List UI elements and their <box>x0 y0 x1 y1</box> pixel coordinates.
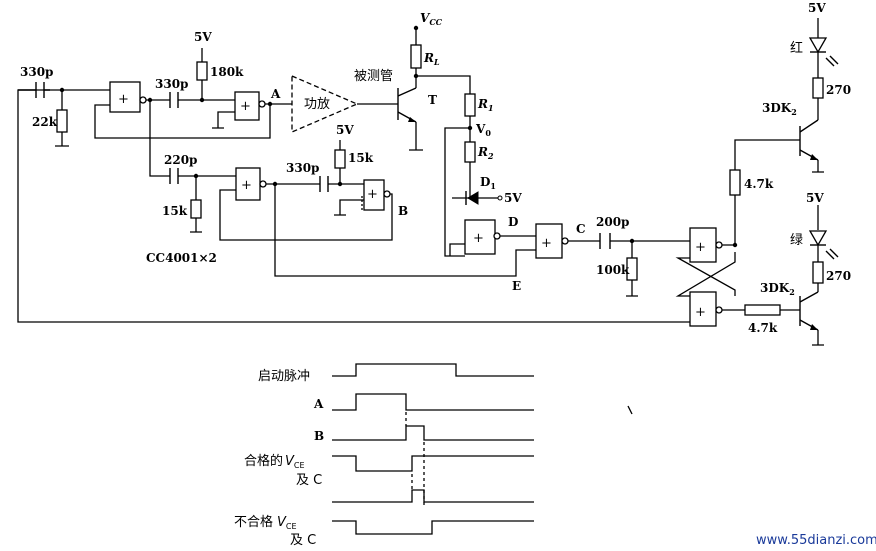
label-dut: 被测管 <box>354 69 393 84</box>
label-d1: D1 <box>480 175 496 191</box>
label-transistor-t: T <box>428 93 437 107</box>
label-r-47b: 4.7k <box>748 321 778 335</box>
power-amplifier <box>291 75 359 133</box>
capacitor-c-mid <box>169 92 179 108</box>
resistor-270a <box>812 77 824 99</box>
label-r-100: 100k <box>596 263 630 277</box>
circuit-labels: 330p 22k 330p 5V 180k A 功放 被测管 T VCC RL … <box>20 1 851 335</box>
resistor-15k-a <box>190 199 202 219</box>
svg-text:+: + <box>473 231 484 246</box>
nor-gate-1: + <box>109 81 147 113</box>
timing-label-b: B <box>314 429 324 443</box>
resistor-15k-b <box>334 149 346 169</box>
waveform-start <box>332 363 534 377</box>
resistor-r2 <box>464 141 476 163</box>
svg-text:+: + <box>241 178 252 193</box>
label-c-200: 200p <box>596 215 629 229</box>
label-q1: 3DK2 <box>762 101 797 117</box>
svg-text:+: + <box>541 236 552 251</box>
svg-text:+: + <box>240 99 251 114</box>
junction-dots <box>59 25 738 248</box>
label-q2: 3DK2 <box>760 281 795 297</box>
label-c-mid: 330p <box>155 77 188 91</box>
label-r-47a: 4.7k <box>744 177 774 191</box>
diode-d1 <box>465 191 503 205</box>
timing-label-pass-c: 及 C <box>296 473 322 488</box>
led-red <box>808 37 839 67</box>
nor-gate-3: + <box>235 167 267 201</box>
label-c-330b: 330p <box>286 161 319 175</box>
capacitor-c-200 <box>599 233 611 249</box>
label-red: 红 <box>790 40 803 56</box>
label-r-270b: 270 <box>826 269 851 283</box>
components: + + + + + + + <box>18 25 839 331</box>
stray-mark <box>627 405 633 415</box>
resistor-47k-a <box>729 169 741 196</box>
resistor-r1 <box>464 93 476 117</box>
led-green <box>808 230 839 260</box>
nor-gate-2: + <box>234 91 266 121</box>
label-node-e: E <box>512 279 521 293</box>
label-vcc-5v-3: 5V <box>336 123 354 137</box>
label-rl: RL <box>423 51 440 67</box>
resistor-100k <box>626 257 638 281</box>
waveform-a <box>332 393 534 411</box>
nor-gate-latch-bottom: + <box>689 291 723 327</box>
label-green: 绿 <box>790 233 803 248</box>
waveform-b <box>332 425 534 441</box>
nor-gate-4: + <box>363 179 391 211</box>
resistor-180k <box>196 61 208 81</box>
label-vcc-5v-d1: 5V <box>504 191 522 205</box>
label-power-amp: 功放 <box>304 97 330 112</box>
label-vcc-5v-1: 5V <box>194 30 212 44</box>
label-vcc-5v-5: 5V <box>806 191 824 205</box>
svg-text:+: + <box>367 187 378 202</box>
timing-label-start: 启动脉冲 <box>258 369 310 384</box>
label-c-in: 330p <box>20 65 53 79</box>
timing-label-fail-c: 及 C <box>290 533 316 548</box>
label-r-15b: 15k <box>348 151 374 165</box>
resistor-47k-b <box>744 304 781 316</box>
capacitor-c-330b <box>319 176 329 192</box>
label-node-c: C <box>576 222 586 236</box>
transistor-3dk-upper <box>799 119 819 161</box>
transistor-dut <box>397 87 417 123</box>
label-r1: R1 <box>477 97 494 113</box>
resistor-270b <box>812 261 824 284</box>
capacitor-c-220 <box>169 168 179 184</box>
resistor-rl <box>410 44 422 69</box>
circuit-wires <box>17 18 824 346</box>
watermark: www.55dianzi.com <box>756 533 876 548</box>
label-node-b: B <box>398 204 408 218</box>
waveform-fail <box>332 520 534 535</box>
svg-text:+: + <box>118 92 129 107</box>
nor-gate-d: + <box>464 219 501 255</box>
nor-gate-latch-top: + <box>689 227 723 263</box>
waveform-pass-vce <box>332 455 534 472</box>
label-r2: R2 <box>477 145 494 161</box>
nor-gate-c: + <box>535 223 569 259</box>
label-r-270a: 270 <box>826 83 851 97</box>
svg-text:+: + <box>695 240 706 255</box>
label-r-15a: 15k <box>162 204 188 218</box>
resistor-22k <box>56 109 68 133</box>
label-ic: CC4001×2 <box>146 251 217 265</box>
label-vcc-5v-4: 5V <box>808 1 826 15</box>
svg-text:+: + <box>695 305 706 320</box>
label-vcc: VCC <box>420 11 443 27</box>
capacitor-c-in <box>18 82 50 98</box>
label-r-in: 22k <box>32 115 58 129</box>
label-c-220: 220p <box>164 153 197 167</box>
waveform-pass-c <box>332 489 534 503</box>
timing-label-a: A <box>313 397 324 411</box>
label-vo: V0 <box>475 122 491 138</box>
label-node-a: A <box>270 87 281 101</box>
label-r-180: 180k <box>210 65 244 79</box>
label-node-d: D <box>508 215 518 229</box>
transistor-3dk-lower <box>799 291 819 331</box>
